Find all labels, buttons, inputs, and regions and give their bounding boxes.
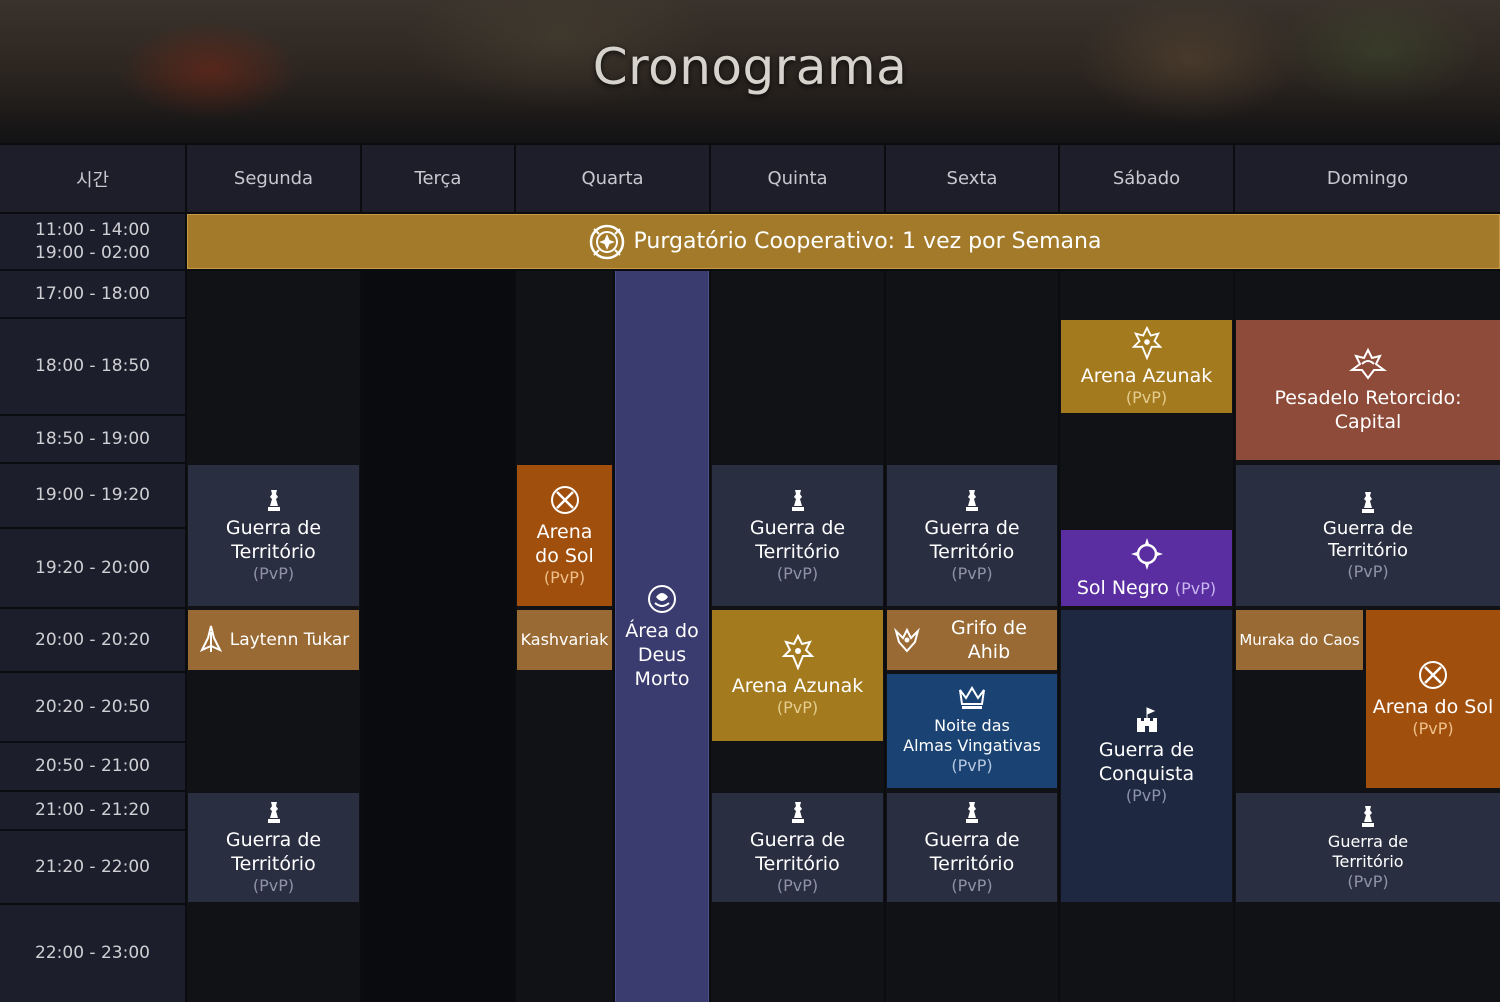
event-guerra-territorio-quinta-2[interactable]: Guerra de Território (PvP) — [712, 793, 883, 902]
event-arena-azunak-quinta[interactable]: Arena Azunak (PvP) — [712, 610, 883, 741]
header-day-quarta: Quarta — [516, 145, 709, 212]
header-day-sabado: Sábado — [1060, 145, 1233, 212]
chess-piece-icon — [1362, 805, 1374, 827]
header-time: 시간 — [0, 145, 185, 212]
chess-piece-icon — [791, 801, 804, 823]
event-guerra-de-conquista[interactable]: Guerra de Conquista (PvP) — [1061, 610, 1232, 902]
page-title: Cronograma — [592, 38, 908, 96]
time-slot: 21:20 - 22:00 — [0, 831, 185, 903]
event-pesadelo-retorcido-capital[interactable]: Pesadelo Retorcido: Capital — [1236, 320, 1500, 460]
event-sol-negro[interactable]: Sol Negro (PvP) — [1061, 530, 1232, 606]
event-purgatorio-cooperativo[interactable]: Purgatório Cooperativo: 1 vez por Semana — [187, 214, 1500, 269]
event-kashvariak[interactable]: Kashvariak — [517, 610, 612, 670]
time-slot: 20:20 - 20:50 — [0, 673, 185, 741]
event-guerra-territorio-sexta-1[interactable]: Guerra de Território (PvP) — [887, 465, 1057, 606]
event-grifo-de-ahib[interactable]: Grifo de Ahib — [887, 610, 1057, 670]
event-muraka-do-caos[interactable]: Muraka do Caos — [1236, 610, 1363, 670]
time-slot: 18:50 - 19:00 — [0, 416, 185, 462]
twisted-emblem-icon — [1349, 347, 1387, 380]
event-arena-azunak-sabado[interactable]: Arena Azunak (PvP) — [1061, 320, 1232, 413]
header-banner: Cronograma — [0, 0, 1500, 143]
event-arena-do-sol-domingo[interactable]: Arena do Sol (PvP) — [1366, 610, 1500, 788]
event-guerra-territorio-domingo-2[interactable]: Guerra de Território (PvP) — [1236, 793, 1500, 902]
black-sun-icon — [1130, 538, 1163, 570]
crossed-swords-icon — [550, 485, 579, 514]
time-slot: 19:00 - 19:20 — [0, 464, 185, 527]
header-day-domingo: Domingo — [1235, 145, 1500, 212]
header-day-sexta: Sexta — [886, 145, 1058, 212]
event-guerra-territorio-sexta-2[interactable]: Guerra de Território (PvP) — [887, 793, 1057, 902]
chess-piece-icon — [966, 489, 978, 511]
event-noite-almas-vingativas[interactable]: Noite das Almas Vingativas (PvP) — [887, 674, 1057, 788]
spirit-emblem-icon — [959, 686, 985, 709]
event-laytenn-tukar[interactable]: Laytenn Tukar — [188, 610, 359, 670]
event-arena-do-sol-quarta[interactable]: Arena do Sol (PvP) — [517, 465, 612, 606]
purgatory-emblem-icon — [589, 224, 624, 259]
crossed-swords-icon — [1419, 661, 1447, 689]
event-area-do-deus-morto[interactable]: Área do Deus Morto — [615, 271, 709, 1002]
header-day-terca: Terça — [362, 145, 514, 212]
time-slot: 17:00 - 18:00 — [0, 271, 185, 317]
time-slot: 21:00 - 21:20 — [0, 792, 185, 829]
azunak-emblem-icon — [781, 633, 814, 670]
chess-piece-icon — [1362, 491, 1374, 513]
chess-piece-icon — [267, 801, 280, 823]
time-slot: 18:00 - 18:50 — [0, 319, 185, 414]
day-column-terca — [362, 271, 514, 1002]
header-day-quinta: Quinta — [711, 145, 884, 212]
castle-flag-icon — [1136, 707, 1157, 732]
time-slot: 19:20 - 20:00 — [0, 529, 185, 607]
rose-icon — [648, 584, 676, 613]
chess-piece-icon — [267, 489, 280, 511]
time-slot: 22:00 - 23:00 — [0, 905, 185, 1002]
laytenn-emblem-icon — [199, 625, 222, 653]
event-guerra-territorio-quinta-1[interactable]: Guerra de Território (PvP) — [712, 465, 883, 606]
event-guerra-territorio-segunda-2[interactable]: Guerra de Território (PvP) — [188, 793, 359, 902]
azunak-emblem-icon — [1131, 325, 1162, 360]
event-guerra-territorio-domingo-1[interactable]: Guerra de Território (PvP) — [1236, 465, 1500, 606]
time-slot: 20:50 - 21:00 — [0, 743, 185, 790]
chess-piece-icon — [966, 801, 978, 823]
chess-piece-icon — [791, 489, 804, 511]
header-day-segunda: Segunda — [187, 145, 360, 212]
event-guerra-territorio-segunda-1[interactable]: Guerra de Território (PvP) — [188, 465, 359, 606]
time-slot: 11:00 - 14:00 19:00 - 02:00 — [0, 214, 185, 269]
griffin-icon — [894, 627, 920, 653]
time-slot: 20:00 - 20:20 — [0, 609, 185, 671]
